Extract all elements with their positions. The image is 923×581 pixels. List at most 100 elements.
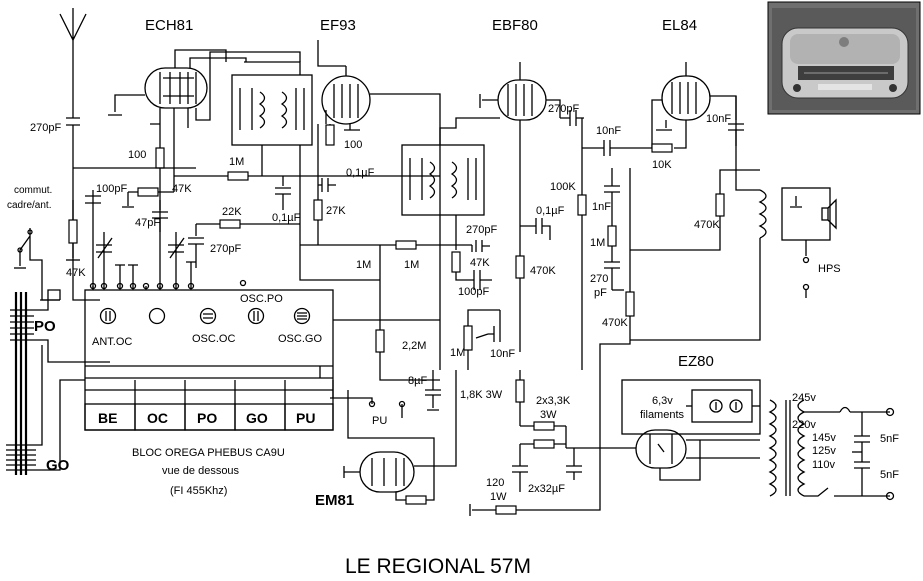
cadre-ant-label: cadre/ant. (7, 200, 51, 211)
r1m-b-label: 1M (356, 259, 371, 271)
button-po-label: PO (197, 410, 217, 426)
oscpo-label: OSC.PO (240, 293, 283, 305)
c270pf-d (560, 110, 584, 126)
button-go-label: GO (246, 410, 268, 426)
mains-transformer (768, 399, 890, 497)
ez80-label: EZ80 (678, 353, 714, 370)
ef93-label: EF93 (320, 17, 356, 34)
button-oc-label: OC (147, 410, 168, 426)
if-transformer-2 (401, 117, 500, 250)
button-pu-label: PU (296, 410, 315, 426)
ebf80-label: EBF80 (492, 17, 538, 34)
c01uf-c-label: 0,1µF (536, 205, 565, 217)
v110-label: 110v (812, 459, 836, 471)
hps-jack[interactable] (802, 240, 810, 298)
filaments-label: filaments (640, 409, 685, 421)
r10k-label: 10K (652, 159, 672, 171)
r470k-c (630, 169, 760, 251)
hps-label: HPS (818, 263, 841, 275)
c01uf-a (275, 176, 291, 210)
tone-pot[interactable] (599, 168, 635, 370)
r1m-d-label: 1M (450, 347, 465, 359)
filament-winding (686, 389, 760, 423)
r10k (651, 143, 673, 153)
pu-label: PU (372, 415, 387, 427)
r470k-c-label: 470K (694, 219, 720, 231)
c100pf-b-label: 100pF (458, 286, 489, 298)
page-title: LE REGIONAL 57M (345, 555, 531, 578)
r470k-a (515, 255, 525, 279)
oscgo-label: OSC.GO (278, 333, 322, 345)
cadre-ant-switch[interactable] (14, 228, 60, 301)
r27k (313, 190, 323, 245)
oscoc-label: OSC.OC (192, 333, 235, 345)
output-transformer (630, 187, 831, 341)
c2x32-label: 2x32µF (528, 483, 565, 495)
bloc-buttons (84, 380, 334, 431)
v245-label: 245v (792, 392, 816, 404)
radio-photo (767, 1, 921, 115)
r47k-b-label: 47K (470, 257, 490, 269)
bloc-trimmer-icons (99, 307, 311, 325)
c8uf-label: 8µF (408, 375, 427, 387)
antenna (59, 8, 87, 301)
bloc-caption-1: BLOC OREGA PHEBUS CA9U (132, 447, 285, 459)
r2x33k-label: 2x3,3K (536, 395, 571, 407)
c10nf-a (488, 310, 501, 342)
c1nf (604, 168, 620, 226)
if-transformer-1 (231, 61, 313, 250)
button-pu[interactable] (284, 403, 334, 431)
r22k-label: 22K (222, 206, 242, 218)
c270pf-d-label: 270pF (548, 103, 579, 115)
bloc-caption-3: (FI 455Khz) (170, 485, 227, 497)
el84-tube (651, 62, 760, 191)
trimmers (96, 232, 196, 286)
r470k-b-label: 470K (602, 317, 628, 329)
ebf-plate (577, 118, 652, 370)
bloc-caption-2: vue de dessous (162, 465, 240, 477)
r100k-label: 100K (550, 181, 576, 193)
c47pf-label: 47pF (135, 217, 160, 229)
pu-jack[interactable] (330, 397, 406, 418)
ef93-tube (317, 40, 441, 370)
v220-label: 220v (792, 419, 816, 431)
c5nf-a-label: 5nF (880, 433, 899, 445)
c270pf-c-label: 270pF (466, 224, 497, 236)
bloc-wiring (299, 250, 440, 398)
r1m-b (300, 240, 472, 381)
r47k-a-label: 47K (172, 183, 192, 195)
r120-w-label: 1W (490, 491, 507, 503)
filaments-v-label: 6,3v (652, 395, 673, 407)
r22m-label: 2,2M (402, 340, 426, 352)
r1m-e (604, 225, 620, 290)
r1m-c-label: 1M (404, 259, 419, 271)
c1nf-label: 1nF (592, 201, 611, 213)
r100-ef-label: 100 (344, 139, 362, 151)
osc-cluster (73, 167, 196, 290)
mains-caps (852, 407, 895, 501)
r100-ech-label: 100 (128, 149, 146, 161)
volume-pot[interactable] (463, 309, 500, 370)
po-label: PO (34, 318, 56, 335)
c270pf-c (471, 240, 490, 252)
c100pf-b (473, 270, 492, 290)
bloc-pins (89, 279, 247, 290)
c01uf-b (318, 178, 336, 192)
ez80-tube (566, 429, 760, 481)
go-label: GO (46, 457, 70, 474)
r18k-label: 1,8K 3W (460, 389, 503, 401)
bloc-orega (84, 286, 334, 431)
c8uf (425, 370, 441, 411)
r1m-a-label: 1M (229, 156, 244, 168)
r1m-a (174, 171, 440, 181)
c5nf-b-label: 5nF (880, 469, 899, 481)
c270pf-ant-label: 270pF (30, 122, 61, 134)
r120-label: 120 (486, 477, 504, 489)
button-be-label: BE (98, 410, 117, 426)
c01uf-a-label: 0,1µF (272, 212, 301, 224)
r47k-ant-label: 47K (66, 267, 86, 279)
r2x33k-w-label: 3W (540, 409, 557, 421)
v145-label: 145v (812, 432, 836, 444)
antoc-label: ANT.OC (92, 336, 132, 348)
